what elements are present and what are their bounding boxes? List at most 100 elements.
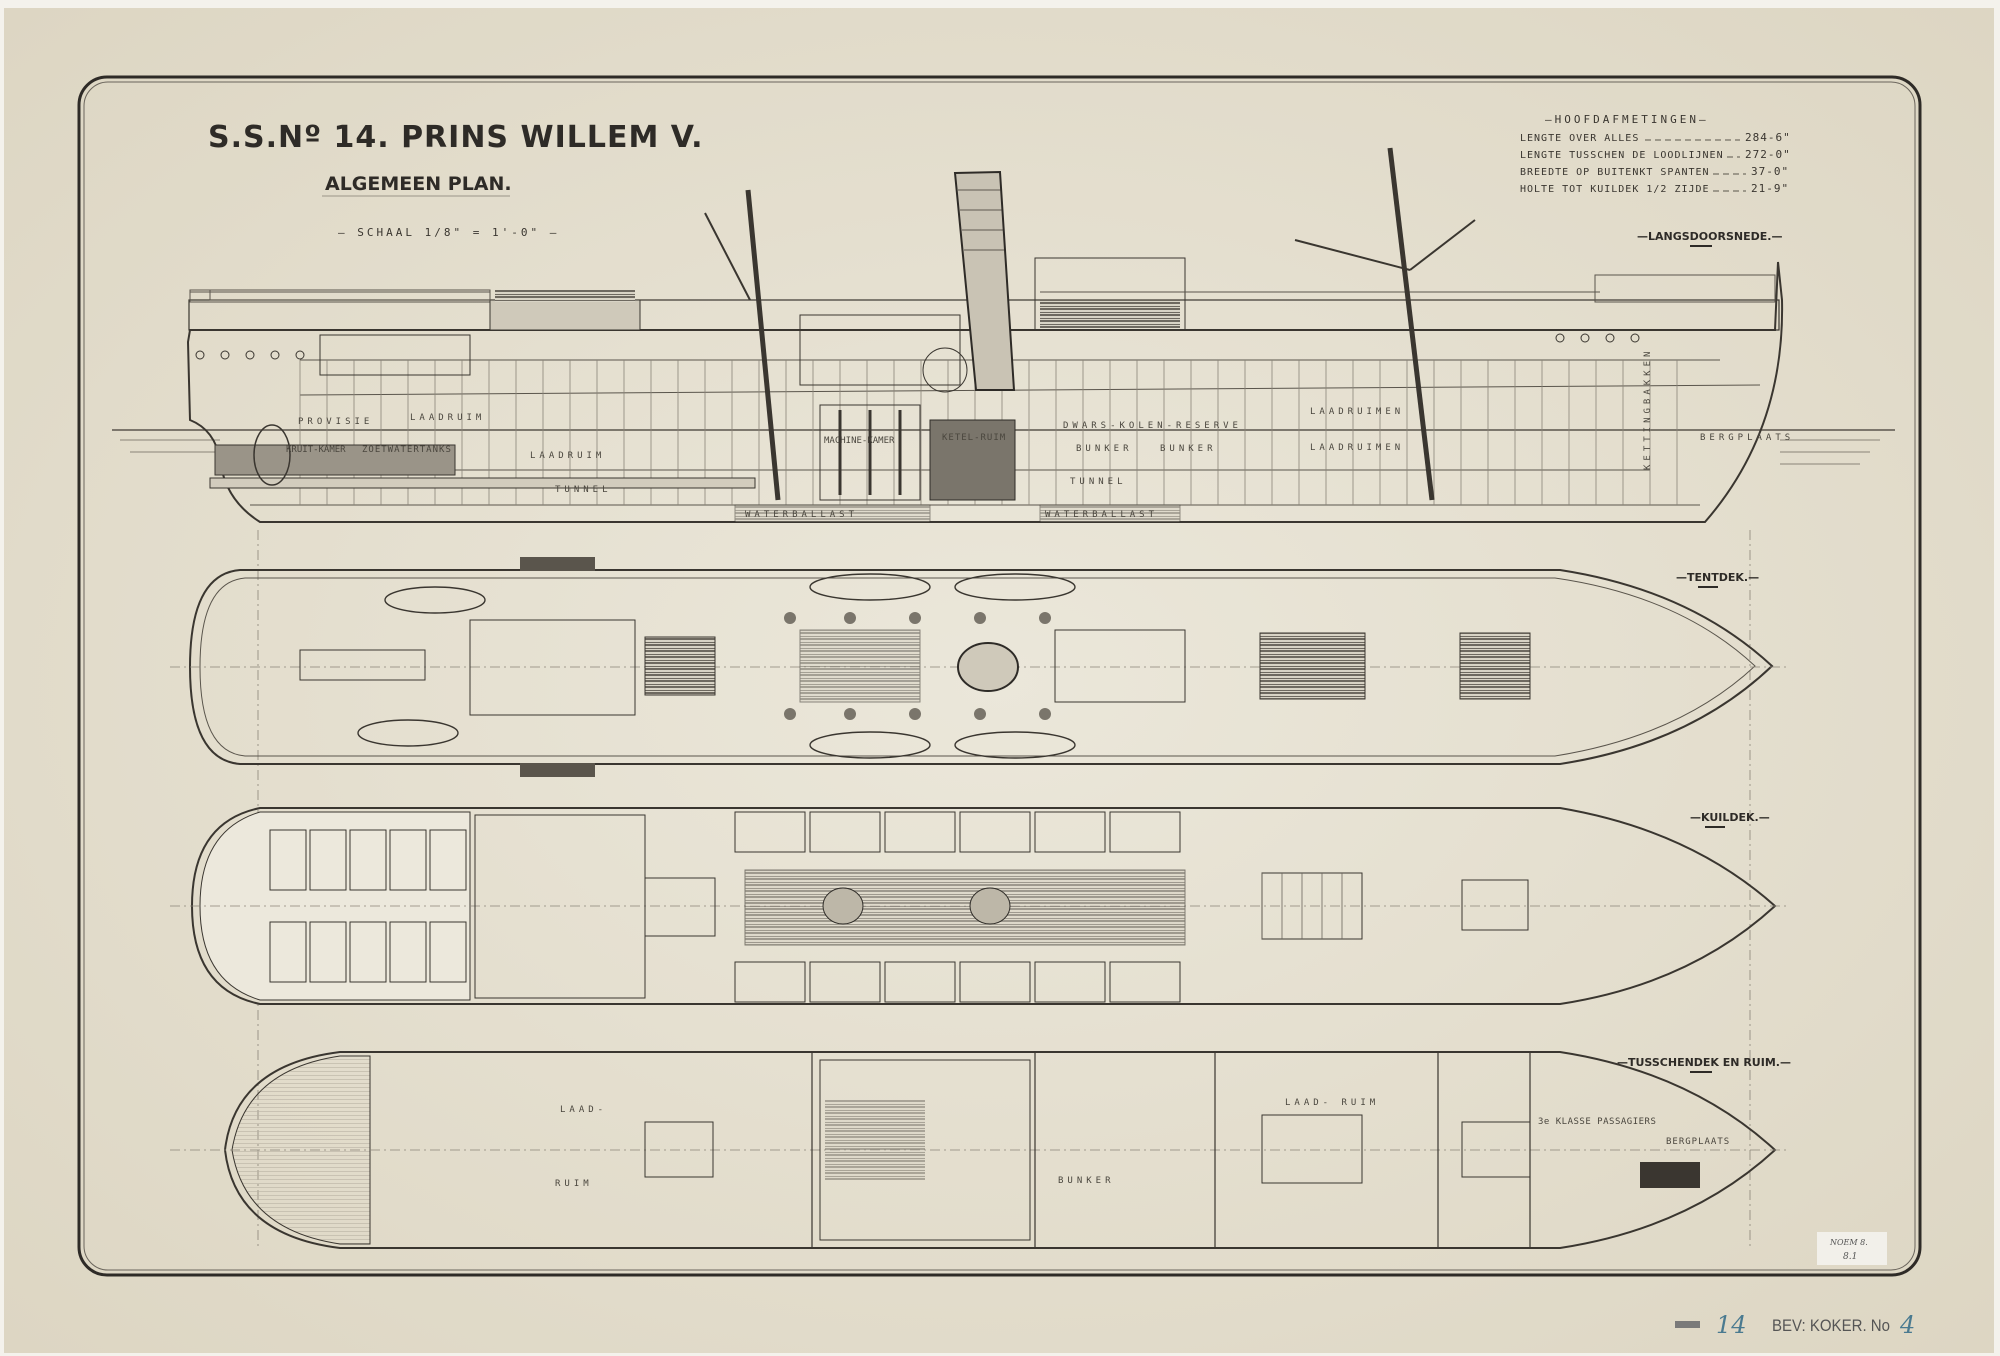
cabin [269, 829, 307, 891]
label-bergplaats: BERGPLAATS [1700, 433, 1794, 443]
cabin [809, 961, 881, 1003]
dimension-label: BREEDTE OP BUITENKT SPANTEN [1520, 167, 1710, 178]
dimension-label: HOLTE TOT KUILDEK 1/2 ZIJDE [1520, 184, 1710, 195]
dimension-value: 284-6" [1745, 131, 1791, 144]
label-kruitkamer: KRUIT-KAMER [286, 445, 346, 455]
porthole [1580, 333, 1590, 343]
drawing-title: S.S.Nº 14. PRINS WILLEM V. [208, 120, 704, 155]
ventilator [909, 612, 921, 624]
label-ruim: RUIM [555, 1179, 593, 1189]
cabin [809, 811, 881, 853]
view-label-tusschendek: —TUSSCHENDEK EN RUIM.— [1617, 1056, 1791, 1069]
cabin [389, 921, 427, 983]
ventilator [1039, 708, 1051, 720]
cabin [959, 961, 1031, 1003]
porthole [1605, 333, 1615, 343]
porthole [220, 350, 230, 360]
label-laadruimen: LAADRUIMEN [1310, 443, 1404, 453]
label-ketelruim: KETEL-RUIM [942, 433, 1006, 443]
cabin [389, 829, 427, 891]
view-label-kuildek: —KUILDEK.— [1690, 811, 1770, 824]
main-dimensions-table: —HOOFDAFMETINGEN— LENGTE OVER ALLES 284-… [1520, 113, 1791, 195]
label-bunker: BUNKER [1058, 1176, 1115, 1186]
ventilator [784, 708, 796, 720]
dimension-value: 21-9" [1751, 182, 1789, 195]
kuildek-plan: —KUILDEK.— [170, 807, 1790, 1005]
label-kettingbakken: KETTINGBAKKEN [1643, 348, 1653, 470]
main-mast [745, 189, 781, 501]
boiler [929, 419, 1016, 501]
drawing-frame [77, 75, 1922, 1277]
ventilator [844, 708, 856, 720]
dimension-value: 37-0" [1751, 165, 1789, 178]
propeller-shaft [209, 477, 756, 489]
label-laadruimen: LAADRUIMEN [1310, 407, 1404, 417]
dimension-value: 272-0" [1745, 148, 1791, 161]
porthole [1630, 333, 1640, 343]
ventilator [909, 708, 921, 720]
label-bergplaats: BERGPLAATS [1666, 1137, 1730, 1147]
funnel [953, 170, 1016, 391]
porthole [295, 350, 305, 360]
cabin [349, 829, 387, 891]
archive-stamp [1675, 1321, 1700, 1328]
hull-outline [186, 261, 1784, 523]
view-label-profile: —LANGSDOORSNEDE.— [1637, 230, 1782, 243]
archive-number: 14 [1716, 1311, 1747, 1339]
dimension-label: LENGTE OVER ALLES [1520, 133, 1639, 144]
koker-number: 4 [1899, 1311, 1915, 1339]
cabin [429, 921, 467, 983]
label-laadruim: LAADRUIM [530, 451, 605, 461]
tusschendek-plan: —TUSSCHENDEK EN RUIM.— LAAD- RUIM BUNKER… [170, 1051, 1791, 1249]
label-zoetwatertanks: ZOETWATERTANKS [362, 445, 452, 455]
label-tunnel: TUNNEL [555, 485, 612, 495]
drawing-frame-inner [83, 81, 1916, 1271]
cabin [429, 829, 467, 891]
porthole [195, 350, 205, 360]
ventilator [784, 612, 796, 624]
ventilator [974, 612, 986, 624]
porthole [245, 350, 255, 360]
cabin [884, 961, 956, 1003]
label-bunker: BUNKER [1076, 444, 1133, 454]
ventilator [974, 708, 986, 720]
cabin [1034, 961, 1106, 1003]
ventilator [1039, 612, 1051, 624]
tentdek-plan: —TENTDEK.— [170, 557, 1790, 777]
label-waterballast: WATERBALLAST [745, 510, 858, 520]
label-machinekamer: MACHINE-KAMER [824, 436, 895, 446]
sticker-text: 8.1 [1843, 1252, 1857, 1262]
drawing-subtitle: ALGEMEEN PLAN. [325, 173, 512, 195]
sticker-text: NOEM 8. [1829, 1238, 1868, 1247]
label-tunnel: TUNNEL [1070, 477, 1127, 487]
label-kolen-reserve: DWARS-KOLEN-RESERVE [1063, 421, 1242, 431]
cabin [309, 921, 347, 983]
lifeboats [357, 573, 1076, 759]
cabin [734, 961, 806, 1003]
cabin [959, 811, 1031, 853]
fore-mast [1387, 147, 1435, 501]
label-bunker: BUNKER [1160, 444, 1217, 454]
koker-label: BEV: KOKER. No [1772, 1316, 1890, 1335]
longitudinal-section: —LANGSDOORSNEDE.— [112, 147, 1895, 523]
cabin [734, 811, 806, 853]
cabin [1034, 811, 1106, 853]
label-laad: LAAD- [560, 1105, 607, 1115]
label-provisie: PROVISIE [298, 417, 373, 427]
cabin [1109, 961, 1181, 1003]
label-laadruim-fwd: LAAD- RUIM [1285, 1098, 1379, 1108]
porthole [270, 350, 280, 360]
cabin [309, 829, 347, 891]
propeller [253, 424, 291, 486]
scale-label: — SCHAAL 1/8" = 1'-0" — [338, 226, 559, 239]
cabin [884, 811, 956, 853]
label-waterballast: WATERBALLAST [1045, 510, 1158, 520]
cabin [349, 921, 387, 983]
engine [819, 404, 921, 501]
view-label-tentdek: —TENTDEK.— [1676, 571, 1759, 584]
dimensions-heading: —HOOFDAFMETINGEN— [1545, 113, 1709, 126]
cabin [1109, 811, 1181, 853]
label-3e-klasse: 3e KLASSE PASSAGIERS [1538, 1117, 1656, 1127]
archive-sticker: NOEM 8. 8.1 [1817, 1232, 1887, 1265]
